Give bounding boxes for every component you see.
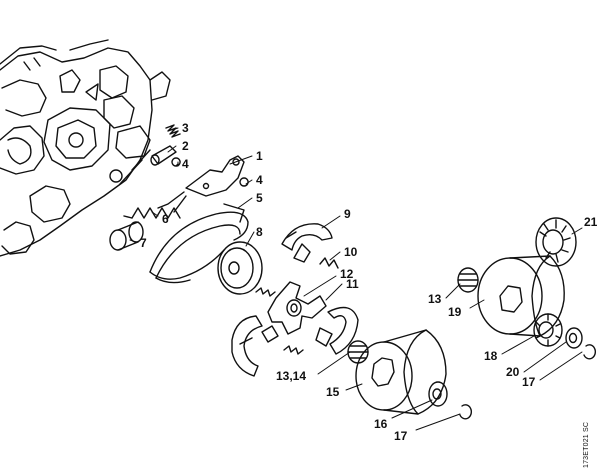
part-4-clip: [171, 157, 181, 167]
callout-6: 6: [162, 212, 169, 226]
callout-17-lower: 17: [394, 429, 408, 443]
part-18-rim-sprocket: [533, 313, 563, 347]
part-20-washer: [565, 327, 583, 349]
callout-17-upper: 17: [522, 375, 536, 389]
part-7-sleeve: [109, 221, 144, 251]
crankcase-housing: [0, 39, 171, 257]
part-6-spring: [123, 195, 187, 219]
callout-1: 1: [256, 149, 263, 163]
part-11-clutch-shoe: [315, 306, 359, 355]
callout-4: 4: [182, 157, 189, 171]
part-17-eclip-lower: [459, 404, 473, 420]
callout-19: 19: [448, 305, 462, 319]
callout-16: 16: [374, 417, 388, 431]
leader-lines: [129, 127, 583, 431]
callout-21: 21: [584, 215, 598, 229]
part-1-brake-lever: [157, 155, 245, 209]
callout-2: 2: [182, 139, 189, 153]
small-spring-b: [283, 345, 304, 355]
callout-13: 13: [428, 292, 442, 306]
part-3-spring: [165, 124, 181, 138]
callout-10: 10: [344, 245, 358, 259]
callout-12: 12: [340, 267, 354, 281]
callout-20: 20: [506, 365, 520, 379]
callout-9: 9: [344, 207, 351, 221]
callout-7: 7: [140, 236, 147, 250]
drawing-reference-code: 173ET021 SC: [583, 421, 590, 468]
part-17-eclip-upper: [583, 344, 597, 360]
part-9-clutch-shoe: [281, 223, 333, 263]
part-5-brake-band: [149, 203, 249, 284]
part-15-clutch-drum: [355, 329, 447, 415]
part-16-washer: [428, 381, 448, 407]
small-spring-a: [255, 287, 276, 297]
part-8-washer: [217, 241, 263, 295]
clutch-shoe-left: [231, 315, 279, 377]
part-19-clutch-drum: [477, 255, 565, 337]
part-13-needle-cage: [457, 267, 479, 293]
callout-8: 8: [256, 225, 263, 239]
callout-15: 15: [326, 385, 340, 399]
callout-13-14: 13,14: [276, 369, 307, 383]
callout-18: 18: [484, 349, 498, 363]
callout-4b: 4: [256, 173, 263, 187]
part-4-clip-right: [239, 177, 249, 187]
part-21-rim-sprocket: [535, 217, 577, 267]
callout-3: 3: [182, 121, 189, 135]
part-12-clutch-carrier: [267, 281, 327, 335]
callout-11: 11: [346, 277, 359, 291]
part-10-spring: [319, 257, 339, 269]
callout-5: 5: [256, 191, 263, 205]
part-2-pin: [150, 145, 177, 166]
